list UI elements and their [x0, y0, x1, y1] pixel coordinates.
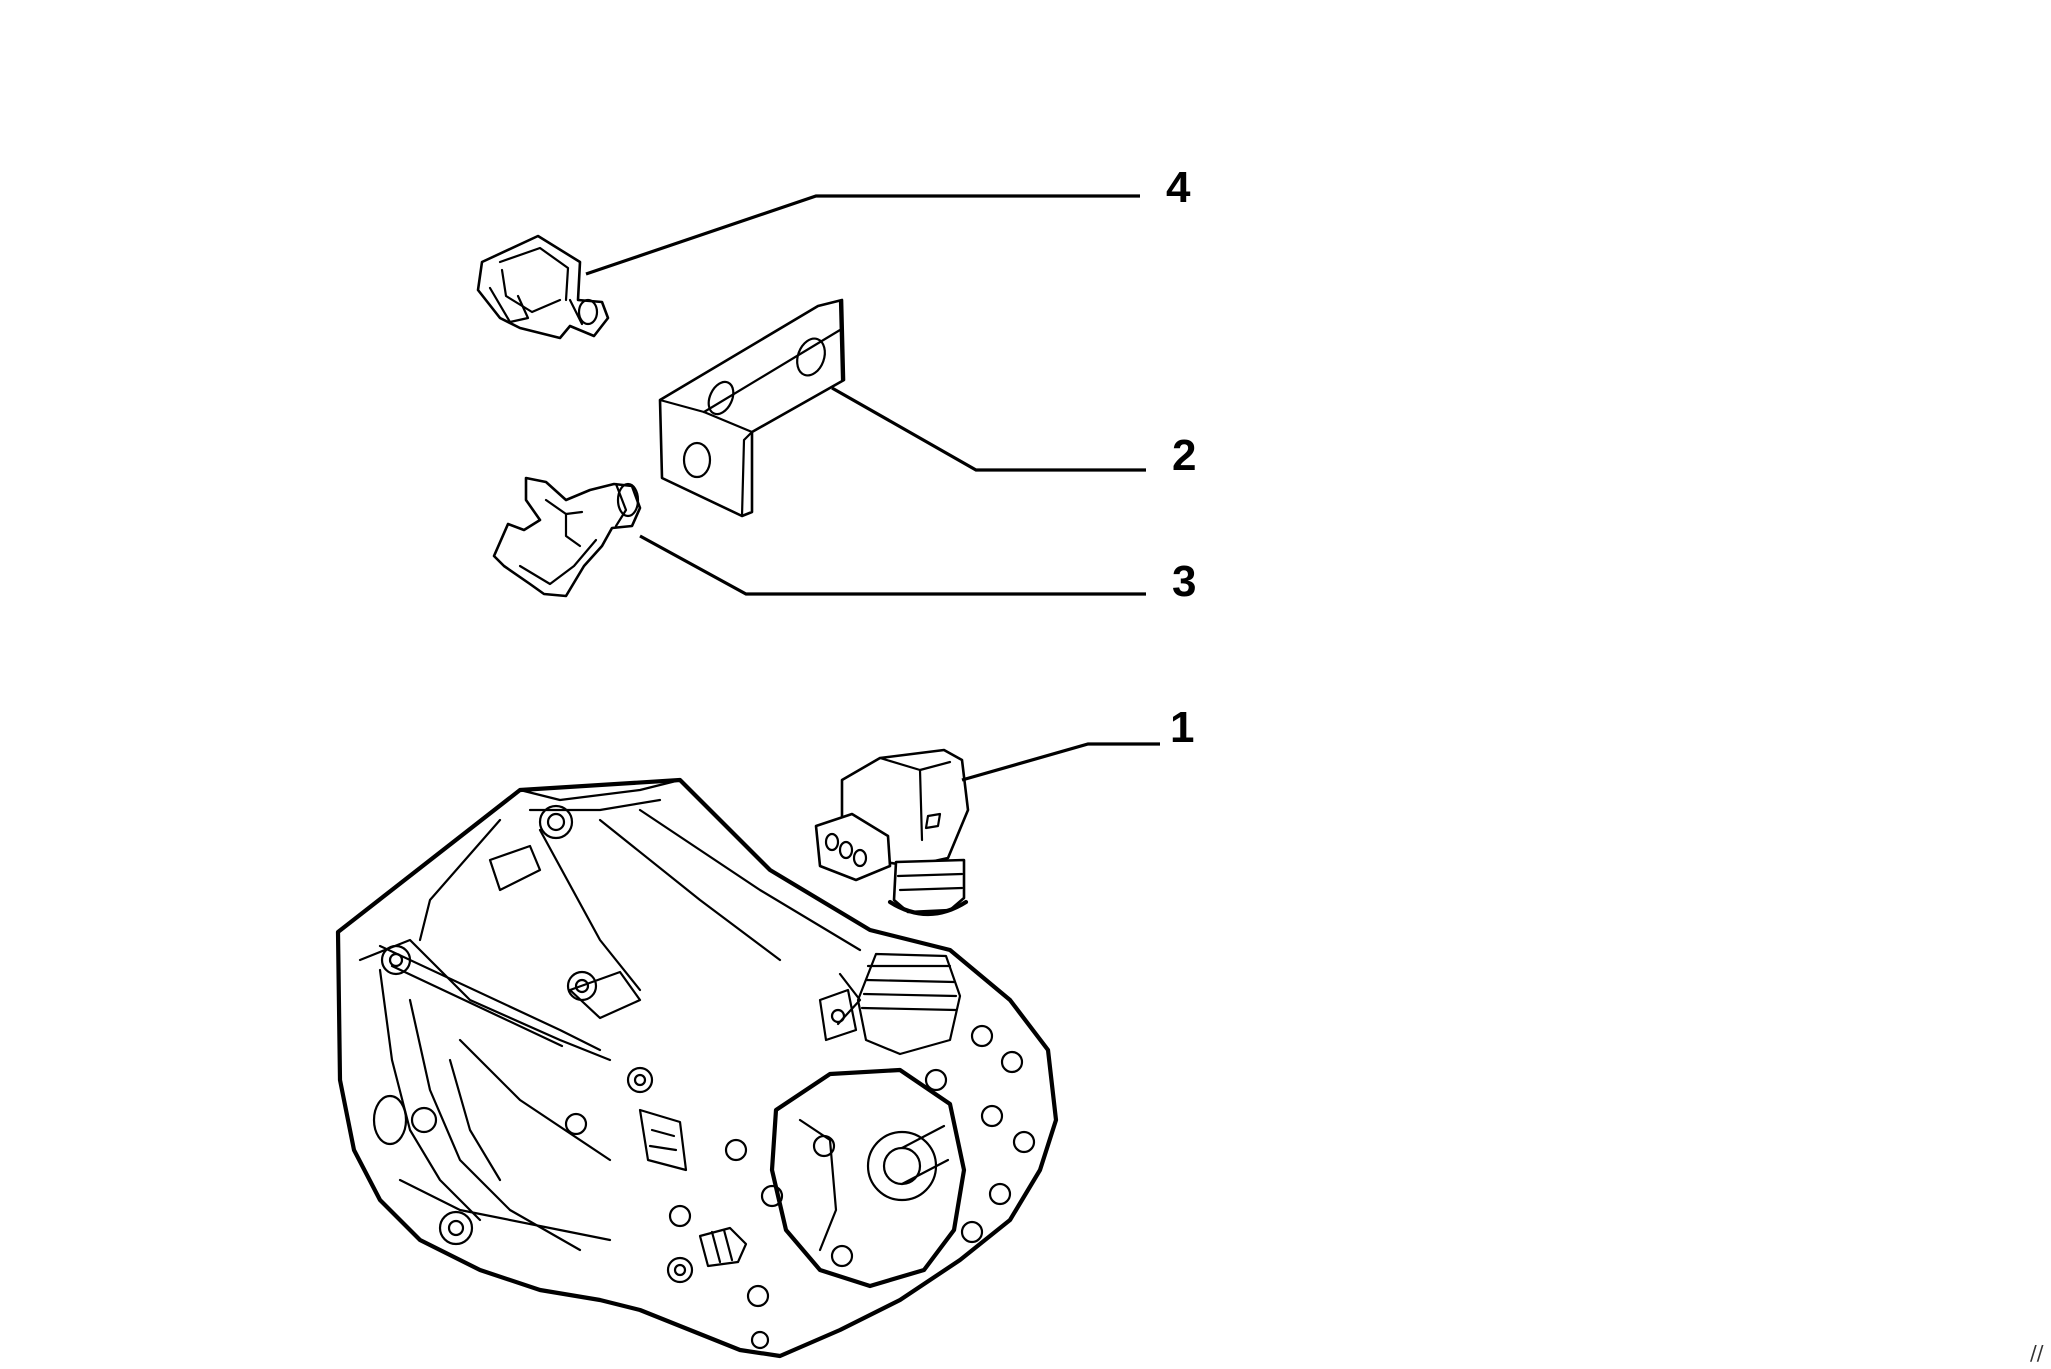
callout-label-1: 1: [1170, 703, 1194, 752]
part-1-sensor: [814, 748, 970, 917]
part-2-bracket: [658, 298, 846, 518]
gearbox-housing: [335, 777, 1059, 1359]
callout-label-3: 3: [1172, 557, 1196, 606]
callout-label-4: 4: [1166, 163, 1191, 212]
part-3-clip: [492, 476, 642, 598]
leader-4: [585, 194, 1140, 276]
leader-2: [831, 386, 1146, 472]
leader-3: [639, 534, 1146, 596]
leader-1: [961, 742, 1160, 782]
callout-label-2: 2: [1172, 431, 1196, 480]
corner-mark: //: [2030, 1341, 2044, 1365]
part-4-clip: [476, 234, 610, 340]
